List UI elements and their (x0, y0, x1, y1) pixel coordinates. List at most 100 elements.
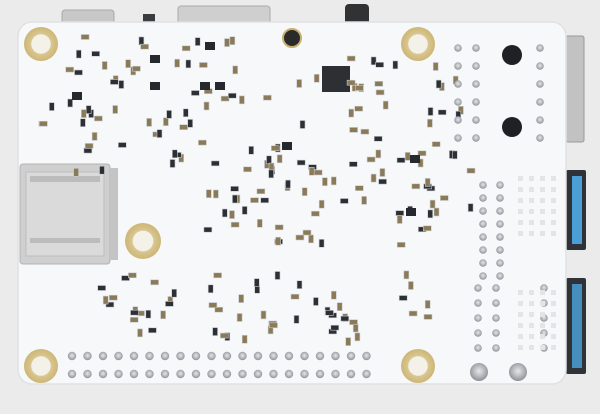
grid-pad (540, 345, 545, 350)
smd-component (83, 147, 93, 154)
smd-component (340, 315, 350, 322)
smd-component (266, 155, 272, 165)
pad (474, 329, 482, 337)
smd-component (370, 173, 377, 183)
gpio-pad (145, 369, 154, 379)
smd-component (148, 327, 157, 334)
grid-pad (529, 198, 534, 203)
grid-pad (518, 198, 523, 203)
smd-component (39, 120, 48, 127)
smd-component (422, 225, 432, 232)
smd-component (213, 272, 222, 279)
smd-component (211, 160, 220, 167)
smd-component (48, 102, 55, 111)
smd-component (268, 169, 274, 179)
grid-pad (540, 209, 545, 214)
pad (492, 284, 500, 292)
smd-component (427, 107, 434, 116)
smd-component (191, 90, 200, 96)
smd-component (375, 89, 385, 96)
smd-component (318, 239, 325, 248)
smd-component (118, 80, 125, 89)
gpio-pad (331, 351, 340, 361)
grid-pad (540, 187, 545, 192)
gpio-pad (238, 351, 247, 361)
smd-component (194, 37, 201, 46)
smd-component (179, 124, 188, 130)
gpio-pad (98, 351, 108, 361)
pad (479, 207, 487, 215)
grid-pad (540, 231, 545, 236)
smd-component (403, 270, 410, 280)
pad (472, 116, 480, 124)
smd-component (263, 94, 272, 101)
gpio-pad (269, 351, 278, 361)
grid-pad (518, 334, 523, 339)
smd-component (105, 301, 115, 308)
smd-component (313, 74, 320, 83)
smd-component (435, 79, 442, 89)
smd-component (330, 324, 340, 331)
pad (492, 314, 500, 322)
transistor (215, 82, 225, 90)
grid-pad (518, 345, 523, 350)
smd-component (467, 203, 474, 212)
smd-component (76, 49, 82, 59)
smd-component (81, 109, 87, 118)
grid-pad (551, 176, 556, 181)
smd-component (156, 129, 163, 138)
pad (474, 284, 482, 292)
pad (472, 134, 480, 142)
pad (492, 329, 500, 337)
smd-component (232, 65, 238, 75)
grid-pad (551, 209, 556, 214)
grid-pad (529, 312, 534, 317)
transistor (72, 92, 82, 100)
pad (496, 246, 504, 254)
smd-component (220, 95, 230, 102)
smd-component (295, 234, 305, 241)
smd-component (293, 315, 300, 324)
pad (492, 299, 500, 307)
grid-pad (529, 231, 534, 236)
smd-component (354, 105, 364, 112)
smd-component (423, 314, 433, 320)
smd-component (128, 272, 137, 279)
gpio-pad (207, 369, 216, 379)
smd-component (228, 92, 237, 99)
pad (472, 62, 480, 70)
grid-pad (551, 290, 556, 295)
smd-component (349, 127, 358, 133)
gpio-pad (222, 351, 232, 361)
gpio-pad (176, 369, 185, 379)
smd-component (285, 179, 291, 189)
smd-component (85, 105, 92, 114)
mounting-holes (24, 27, 435, 383)
gpio-pad (284, 351, 294, 361)
smd-component (214, 306, 224, 313)
smd-component (112, 105, 118, 114)
smd-component (296, 79, 303, 88)
gpio-pad (83, 369, 92, 379)
smd-component (181, 45, 191, 52)
smd-component (302, 229, 312, 236)
pad (454, 116, 462, 124)
smd-component (296, 280, 303, 290)
smd-component (408, 310, 418, 317)
gpio-pad (346, 369, 356, 379)
smd-component (290, 293, 300, 300)
grid-pad (551, 301, 556, 306)
pad (536, 44, 544, 52)
pad (496, 220, 504, 228)
smd-component (275, 236, 281, 246)
pad (474, 299, 482, 307)
grid-pad (518, 301, 523, 306)
gpio-pad (346, 351, 356, 361)
grid-pad (540, 334, 545, 339)
smd-component (339, 198, 349, 204)
gpio-pad (191, 369, 201, 379)
smd-component (163, 117, 169, 126)
smd-component (230, 221, 240, 228)
smd-component (404, 152, 411, 161)
smd-component (138, 36, 145, 46)
